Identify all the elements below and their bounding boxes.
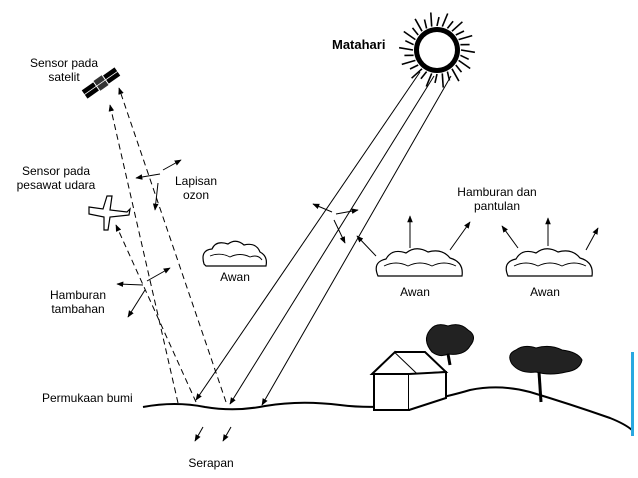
sun-ray [411,68,423,79]
cloud-label-2: Awan [400,285,430,299]
sun-ray [414,18,423,32]
sun-ray [458,59,471,70]
scatter-reflect-label: Hamburan dan pantulan [457,185,537,213]
accent-bar [631,352,634,436]
absorption-label: Serapan [188,456,234,470]
extra-scatter-label: Hamburan tambahan [49,288,107,316]
sun-ray [458,34,473,41]
sun-ray [441,73,444,88]
cloud-icon [505,248,593,277]
sun-ray [404,39,414,46]
sun-ray [420,71,428,80]
sun-ray [451,21,463,32]
tree-icon [509,345,583,403]
sun-ray [423,19,428,29]
sensor-paths [108,87,227,404]
cloud-label-1: Awan [220,270,250,284]
satellite-icon [81,67,121,99]
sun-ray [425,73,433,87]
sun-ray [460,54,470,61]
sun-ray [403,30,416,41]
extra-scatter-arrows [116,267,171,318]
sun-ray [455,64,463,73]
ozone-layer-label: Lapisan ozon [174,174,218,202]
cloud-label-3: Awan [530,285,560,299]
cloud-icon [202,240,267,267]
sun-label: Matahari [332,37,386,52]
sun-ray [411,27,419,36]
mid-scatter-arrows [312,203,359,244]
sun-ray [441,13,449,27]
sun-ray [409,64,419,70]
sun-ray [455,30,465,36]
sun-ray [398,46,414,51]
absorption-arrows [194,426,232,442]
sun-ray [401,59,416,66]
solar-rays [195,71,452,406]
sun-ray [451,68,460,82]
satellite-sensor-label: Sensor pada satelit [29,56,99,84]
sun-ray [434,73,438,84]
cloud-icon [375,248,463,277]
sun-ray [430,12,433,27]
earth-surface-label: Permukaan bumi [42,391,133,405]
tree-icon [426,324,474,366]
sun-ray [446,20,454,29]
sun-icon [398,12,476,88]
house-icon [369,350,449,411]
sun-ray [436,16,440,27]
ozone-scatter-arrows [135,159,182,211]
cloud-reflection-arrows [356,215,599,257]
aircraft-sensor-label: Sensor pada pesawat udara [16,164,96,192]
sun-ray [460,49,476,54]
airplane-icon [88,195,131,231]
